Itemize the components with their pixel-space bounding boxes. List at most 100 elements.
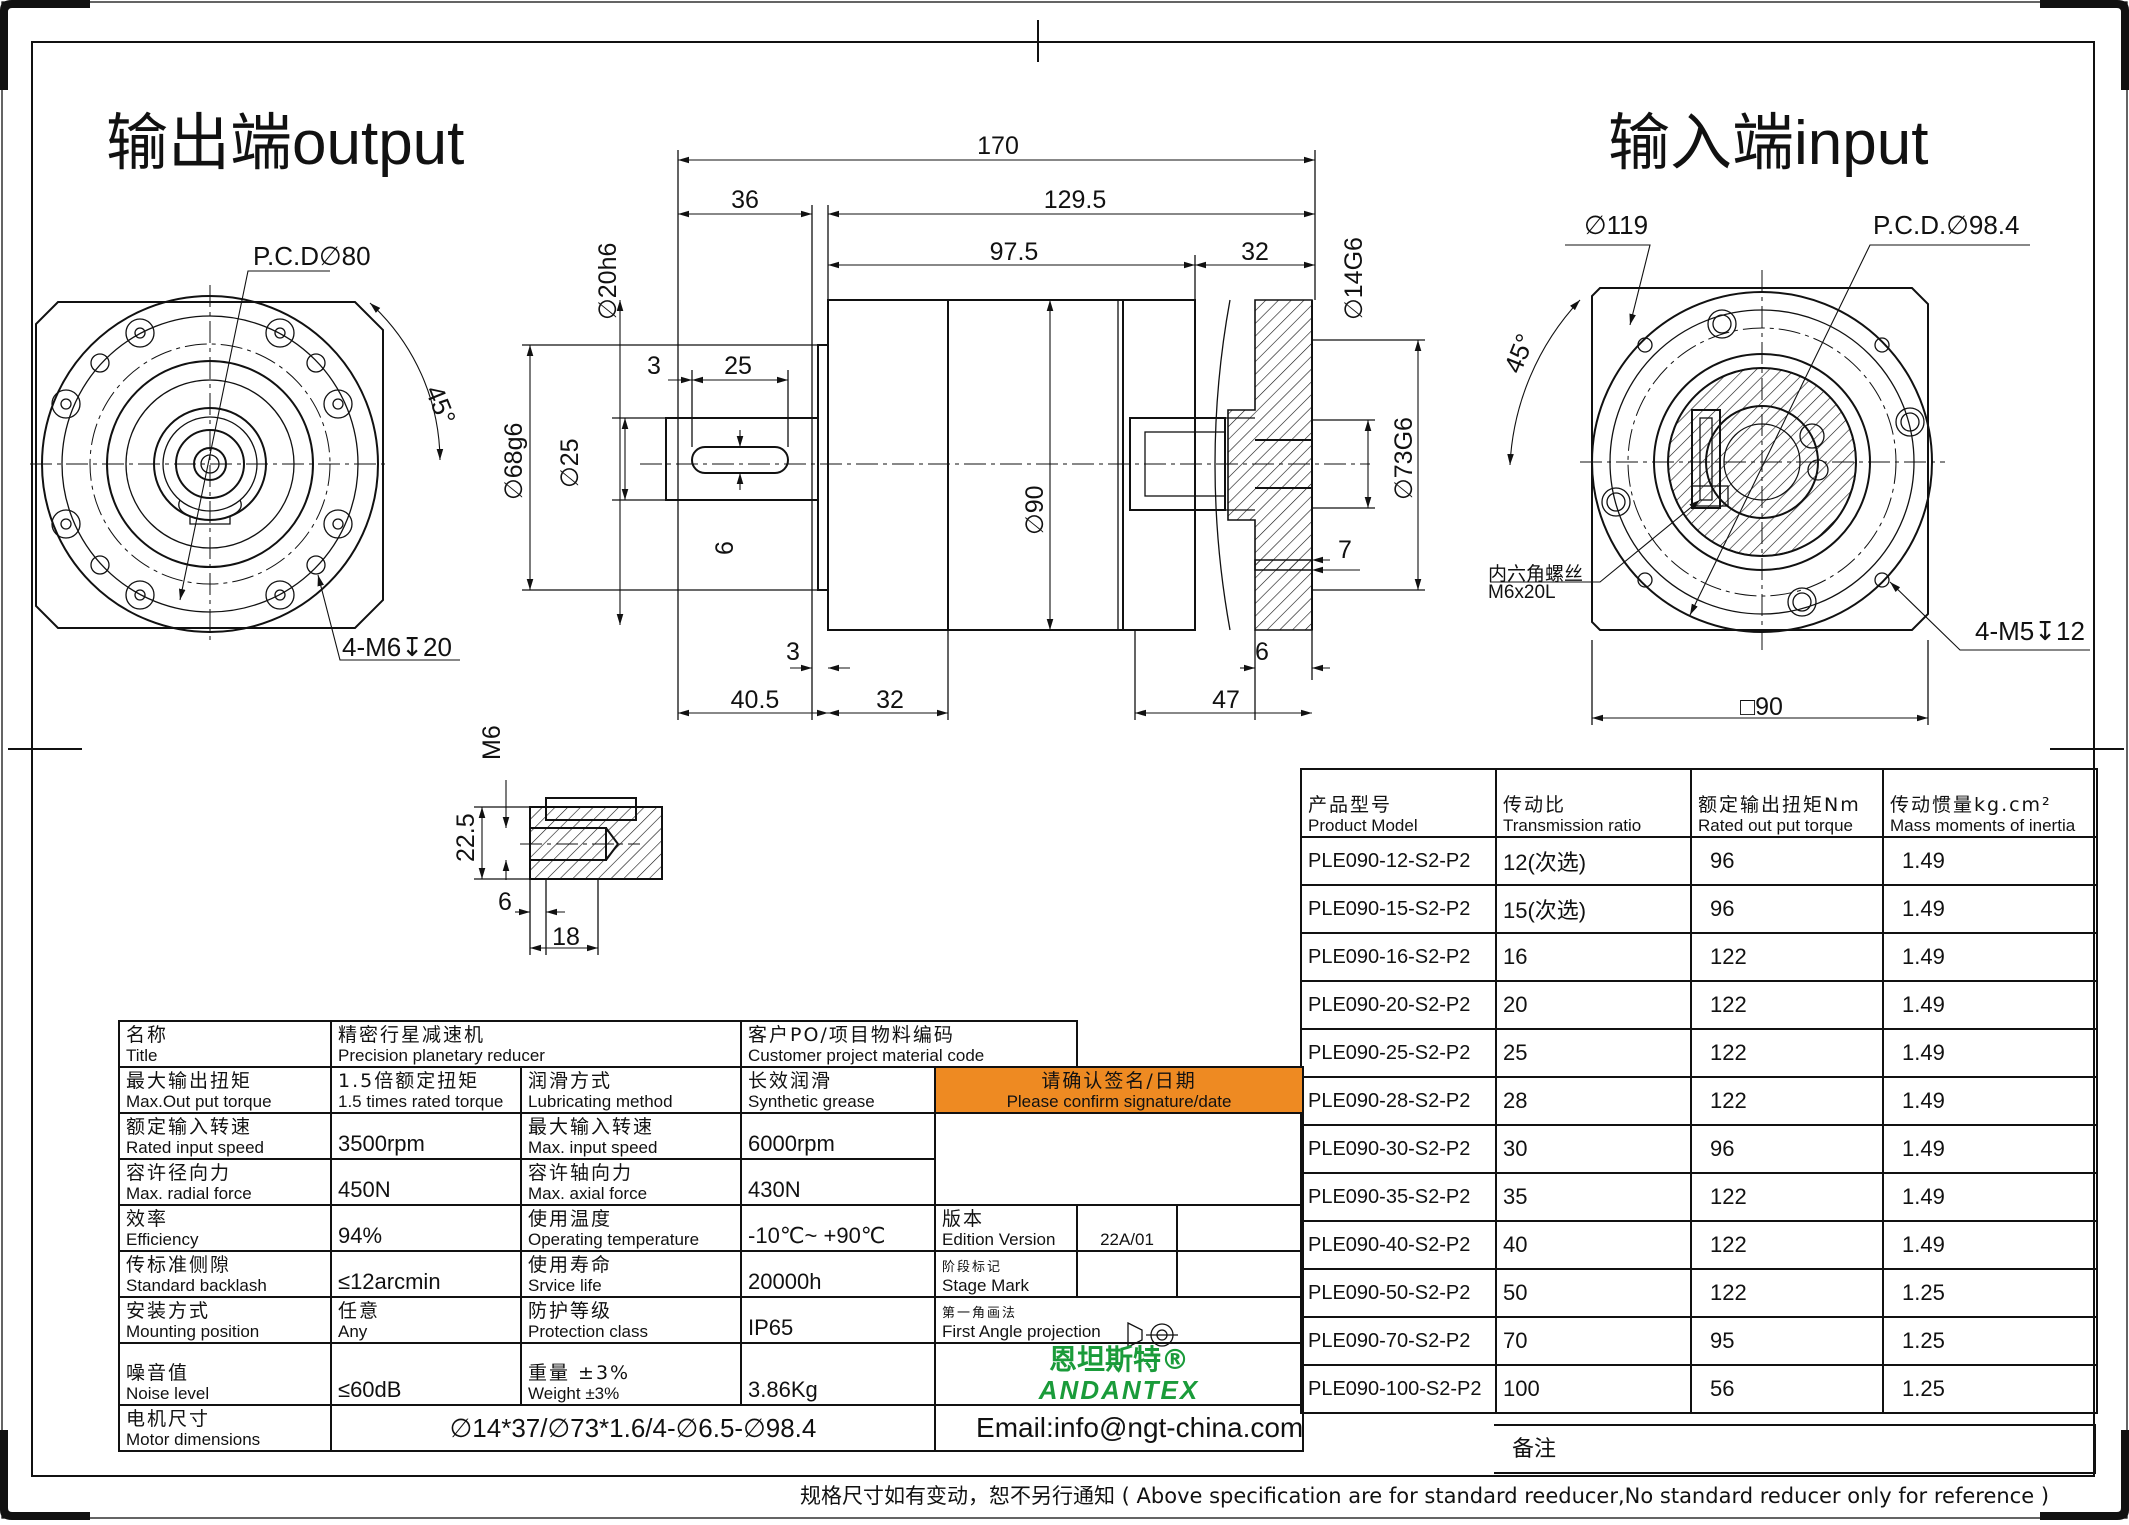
dim-32-bottom: 32	[876, 686, 904, 714]
cell-ratio: 25	[1495, 1028, 1692, 1078]
cell-prot-value: IP65	[740, 1296, 937, 1344]
input-holes-label: 4-M5↧12	[1975, 616, 2085, 646]
dim-key-6: 6	[711, 541, 739, 555]
input-dia-label: ∅119	[1584, 210, 1648, 240]
footer-note: 规格尺寸如有变动，恕不另行通知 ( Above specification ar…	[800, 1484, 2050, 1508]
signature-area[interactable]	[934, 1112, 1305, 1205]
cell-ratio: 28	[1495, 1076, 1692, 1126]
cell-min-value: 6000rpm	[740, 1112, 937, 1160]
cell-inertia: 1.49	[1882, 836, 2098, 886]
cell-weight-label: 重量 ±3%Weight ±3%	[519, 1342, 743, 1406]
input-square-label: □90	[1740, 693, 1783, 721]
cell-inertia: 1.49	[1882, 1220, 2098, 1270]
section-view	[522, 150, 1425, 720]
cell-torque: 122	[1690, 1076, 1884, 1126]
email-link[interactable]: Email:info@ngt-china.com	[934, 1404, 1305, 1452]
cell-torque: 122	[1690, 1220, 1884, 1270]
cell-motor-value: ∅14*37/∅73*1.6/4-∅6.5-∅98.4	[329, 1404, 937, 1452]
cell-bl-value: ≤12arcmin	[330, 1250, 522, 1298]
cell-model: PLE090-20-S2-P2	[1300, 980, 1497, 1030]
cell-torque: 122	[1690, 980, 1884, 1030]
dim-170: 170	[977, 132, 1019, 160]
cell-inertia: 1.25	[1882, 1268, 2098, 1318]
input-end-view	[1490, 244, 2090, 725]
dim-dia-20: ∅20h6	[594, 243, 622, 320]
output-holes-label: 4-M6↧20	[342, 632, 452, 662]
dim-key-3: 3	[647, 352, 661, 380]
cell-ratio: 30	[1495, 1124, 1692, 1174]
output-view-title: 输出端output	[106, 109, 464, 178]
cell-stage-extra	[1176, 1250, 1305, 1298]
cell-model: PLE090-12-S2-P2	[1300, 836, 1497, 886]
input-screw-en-label: M6x20L	[1488, 582, 1556, 603]
cell-ratio: 16	[1495, 932, 1692, 982]
dim-32-top: 32	[1241, 238, 1269, 266]
output-angle-label: 45°	[419, 381, 462, 429]
cell-model: PLE090-100-S2-P2	[1300, 1364, 1497, 1414]
dim-47: 47	[1212, 686, 1240, 714]
cell-inertia: 1.49	[1882, 1076, 2098, 1126]
cell-model: PLE090-30-S2-P2	[1300, 1124, 1497, 1174]
cell-model: PLE090-40-S2-P2	[1300, 1220, 1497, 1270]
remark-label: 备注	[1512, 1437, 1557, 1462]
cell-weight-value: 3.86Kg	[740, 1342, 937, 1406]
dim-36: 36	[731, 186, 759, 214]
input-view-title: 输入端input	[1608, 109, 1928, 178]
cell-rad-value: 450N	[330, 1158, 522, 1206]
detail-6-label: 6	[498, 888, 512, 916]
cell-model: PLE090-25-S2-P2	[1300, 1028, 1497, 1078]
dim-7: 7	[1338, 536, 1352, 564]
dim-6-right: 6	[1255, 638, 1269, 666]
cell-torque: 95	[1690, 1316, 1884, 1366]
cell-temp-value: -10℃~ +90℃	[740, 1204, 937, 1252]
cell-model: PLE090-35-S2-P2	[1300, 1172, 1497, 1222]
cell-inertia: 1.49	[1882, 932, 2098, 982]
cell-empty	[1076, 1021, 1304, 1068]
cell-torque: 96	[1690, 884, 1884, 934]
dim-dia-73: ∅73G6	[1390, 417, 1418, 500]
cell-inertia: 1.49	[1882, 1172, 2098, 1222]
detail-m6-label: M6	[478, 725, 506, 760]
cell-eff-value: 94%	[330, 1204, 522, 1252]
brand-name-cn: 恩坦斯特®	[1049, 1343, 1190, 1376]
brand-name-en: ANDANTEX	[1038, 1375, 1200, 1405]
cell-torque: 122	[1690, 1268, 1884, 1318]
cell-noise-value: ≤60dB	[330, 1342, 522, 1406]
cell-inertia: 1.49	[1882, 980, 2098, 1030]
cell-torque: 122	[1690, 1028, 1884, 1078]
